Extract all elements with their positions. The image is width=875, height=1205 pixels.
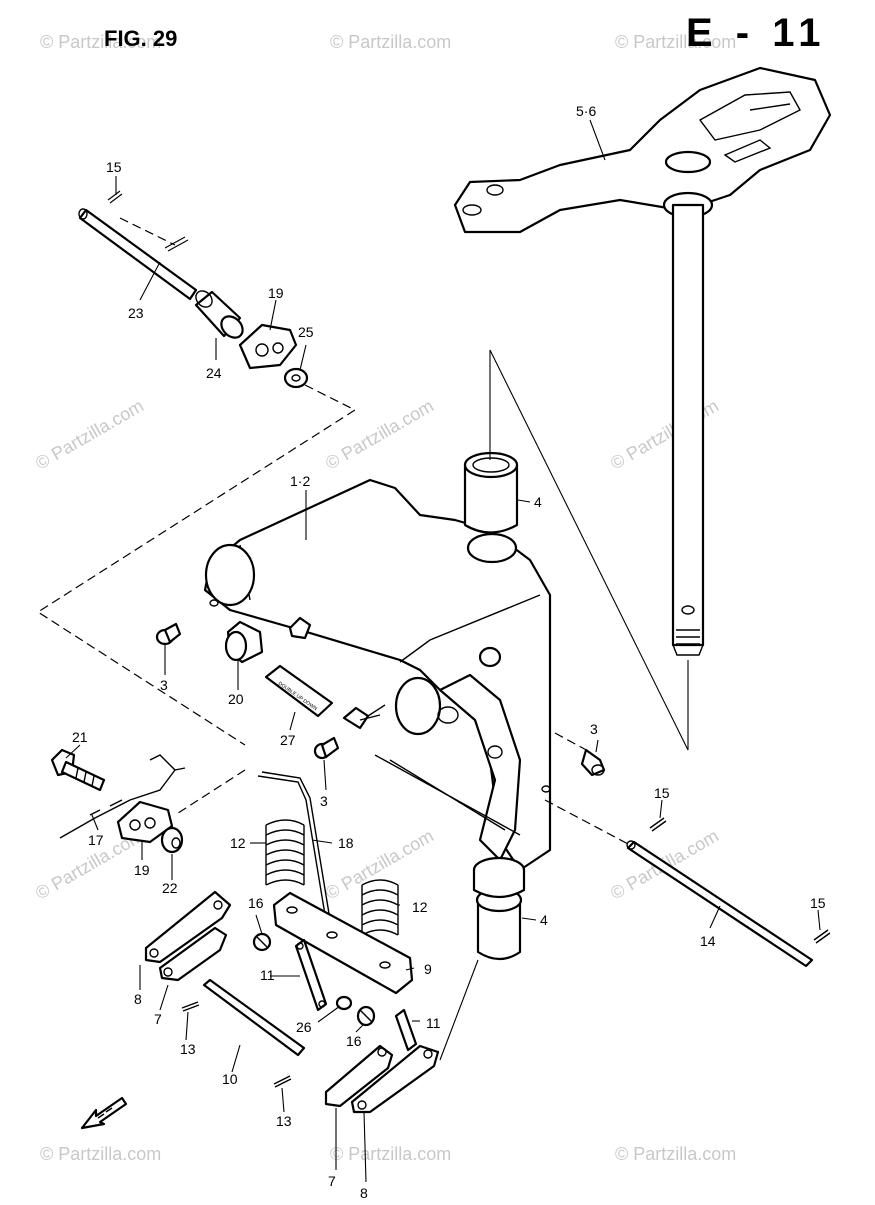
callout-16-upper: 16 xyxy=(248,895,264,911)
callout-3-right: 3 xyxy=(590,721,598,737)
part-pin-23 xyxy=(78,190,198,301)
part-lever-7-bottom xyxy=(324,1044,394,1108)
callout-1-2: 1·2 xyxy=(290,473,310,489)
part-pin-10 xyxy=(202,978,306,1057)
callout-18: 18 xyxy=(338,835,354,851)
callout-22: 22 xyxy=(162,880,178,896)
part-pin-14 xyxy=(626,840,814,968)
callout-11-right: 11 xyxy=(426,1015,441,1031)
figure-label: FIG. 29 xyxy=(104,26,177,51)
part-spring-12-left xyxy=(265,819,305,886)
part-label-27: DOUBLE UP DOWN xyxy=(264,664,334,718)
section-code: E - 11 xyxy=(686,11,827,55)
callout-4-lower: 4 xyxy=(540,912,548,928)
part-bolt-3-c xyxy=(580,748,606,777)
callout-14: 14 xyxy=(700,933,716,949)
part-lever-8-left xyxy=(144,890,232,964)
watermark: © Partzilla.com xyxy=(330,1144,451,1164)
part-clamp-bracket xyxy=(203,478,552,872)
part-clip-tab xyxy=(342,704,386,730)
part-link-11-b xyxy=(394,1008,418,1052)
callout-4-upper: 4 xyxy=(534,494,542,510)
callout-16-lower: 16 xyxy=(346,1033,362,1049)
part-lever-7-left xyxy=(158,926,228,982)
watermark: © Partzilla.com xyxy=(322,395,437,473)
callout-3-left: 3 xyxy=(160,677,168,693)
callout-23: 23 xyxy=(128,305,144,321)
part-link-11-a xyxy=(294,938,328,1012)
callout-13-lower: 13 xyxy=(276,1113,292,1129)
part-sleeve-24 xyxy=(194,290,244,339)
callout-24: 24 xyxy=(206,365,222,381)
part-lever-8-bottom xyxy=(350,1044,440,1114)
callout-7-left: 7 xyxy=(154,1011,162,1027)
part-spring-12-right xyxy=(361,879,399,936)
part-collar-22 xyxy=(160,826,184,854)
part-pin-15-b xyxy=(813,929,831,944)
part-bushing-upper xyxy=(463,451,519,564)
part-pin-15-a xyxy=(649,817,667,832)
part-bushing-lower xyxy=(472,856,526,961)
part-bolt-21 xyxy=(50,748,106,792)
callout-27: 27 xyxy=(280,732,296,748)
watermark: © Partzilla.com xyxy=(615,1144,736,1164)
callout-12-right: 12 xyxy=(412,899,428,915)
part-pin-13-b xyxy=(273,1075,292,1088)
callout-7-bottom: 7 xyxy=(328,1173,336,1189)
callout-3-middle: 3 xyxy=(320,793,328,809)
callout-8-bottom: 8 xyxy=(360,1185,368,1200)
watermark: © Partzilla.com xyxy=(330,32,451,52)
part-washer-25 xyxy=(283,367,309,389)
callout-9: 9 xyxy=(424,961,432,977)
callout-21: 21 xyxy=(72,729,88,745)
part-collar-16-b xyxy=(356,1005,376,1027)
callout-17: 17 xyxy=(88,832,104,848)
watermark: © Partzilla.com xyxy=(40,32,161,52)
watermark: © Partzilla.com xyxy=(607,395,722,473)
part-plate-19-lower xyxy=(116,800,174,844)
callout-25: 25 xyxy=(298,324,314,340)
watermark: © Partzilla.com xyxy=(615,32,736,52)
part-plate-9 xyxy=(272,891,414,995)
callout-12-left: 12 xyxy=(230,835,246,851)
callout-10: 10 xyxy=(222,1071,238,1087)
part-bolt-3-b xyxy=(313,736,340,760)
callout-8-left: 8 xyxy=(134,991,142,1007)
callout-13-upper: 13 xyxy=(180,1041,196,1057)
callout-19: 19 xyxy=(268,285,284,301)
callout-19-lower: 19 xyxy=(134,862,150,878)
watermark: © Partzilla.com xyxy=(32,395,147,473)
callout-15-right: 15 xyxy=(810,895,826,911)
part-plate-19-upper xyxy=(238,323,298,370)
callout-5-6: 5·6 xyxy=(576,103,596,119)
construction-lines xyxy=(36,217,689,1061)
callout-15-mid: 15 xyxy=(654,785,670,801)
part-spring-17 xyxy=(59,754,186,839)
callout-20: 20 xyxy=(228,691,244,707)
callout-layer: 15 23 24 19 25 5·6 4 1·2 3 20 27 3 3 21 … xyxy=(72,103,826,1201)
part-steering-arm xyxy=(453,66,832,656)
callout-15: 15 xyxy=(106,159,122,175)
part-pin-13-a xyxy=(181,1001,200,1012)
leader-lines xyxy=(65,119,821,1183)
forward-arrow-icon xyxy=(80,1096,128,1130)
watermark: © Partzilla.com xyxy=(40,1144,161,1164)
part-rod-18 xyxy=(257,771,335,946)
part-washer-26 xyxy=(335,995,353,1011)
callout-11-left: 11 xyxy=(260,967,275,983)
callout-26: 26 xyxy=(296,1019,312,1035)
part-collar-20 xyxy=(224,616,312,664)
part-bolt-3-a xyxy=(155,622,182,646)
part-collar-16-a xyxy=(252,932,272,952)
